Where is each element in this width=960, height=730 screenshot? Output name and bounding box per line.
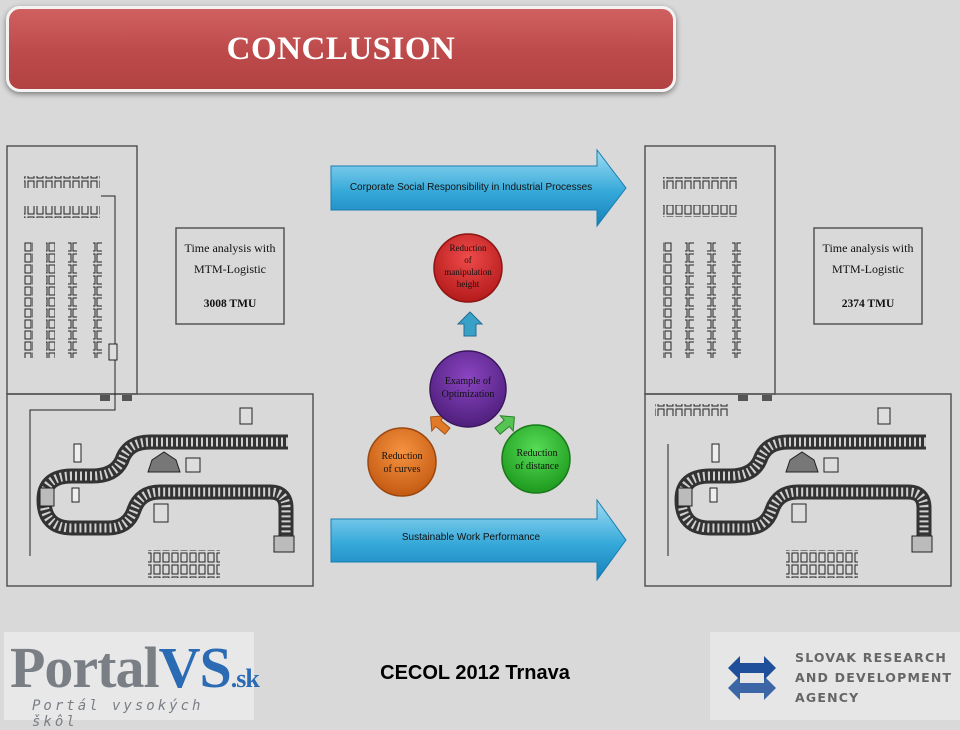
svg-text:Reduction: Reduction — [381, 451, 422, 462]
svg-text:Time analysis with: Time analysis with — [823, 241, 914, 255]
svg-text:of distance: of distance — [515, 461, 559, 472]
slide-title: CONCLUSION — [226, 31, 456, 67]
optimization-cycle: Example of Optimization Reduction of man… — [367, 233, 571, 497]
portalvs-tagline: Portál vysokých škôl — [32, 698, 204, 730]
svg-text:Example of: Example of — [445, 376, 492, 387]
top-circle — [433, 233, 503, 303]
svg-text:of: of — [464, 255, 472, 265]
svg-text:Time analysis with: Time analysis with — [185, 241, 276, 255]
svg-text:2374 TMU: 2374 TMU — [842, 298, 895, 310]
left-circle — [367, 427, 437, 497]
left-layout — [6, 145, 314, 587]
right-time-box: Time analysis with MTM-Logistic 2374 TMU — [813, 227, 923, 325]
svg-text:manipulation: manipulation — [444, 267, 492, 277]
top-arrow: Corporate Social Responsibility in Indus… — [330, 148, 627, 228]
bottom-arrow: Sustainable Work Performance — [330, 498, 627, 582]
double-arrow-icon — [728, 656, 776, 700]
footer-event-text: CECOL 2012 Trnava — [380, 662, 570, 684]
left-time-box: Time analysis with MTM-Logistic 3008 TMU — [175, 227, 285, 325]
svg-text:MTM-Logistic: MTM-Logistic — [194, 262, 266, 276]
right-circle — [501, 424, 571, 494]
optimization-diagram: Time analysis with MTM-Logistic 3008 TMU… — [6, 145, 952, 587]
svg-text:Reduction: Reduction — [516, 448, 557, 459]
svg-text:Reduction: Reduction — [450, 243, 487, 253]
title-banner: CONCLUSION — [6, 6, 676, 92]
top-arrow-label: Corporate Social Responsibility in Indus… — [350, 182, 592, 193]
bottom-arrow-label: Sustainable Work Performance — [402, 532, 541, 543]
svg-text:3008 TMU: 3008 TMU — [204, 298, 257, 310]
right-layout — [644, 145, 952, 587]
center-circle — [429, 350, 507, 428]
svg-text:of curves: of curves — [384, 464, 421, 475]
svg-text:MTM-Logistic: MTM-Logistic — [832, 262, 904, 276]
portalvs-logo[interactable]: PortalVS.sk Portál vysokých škôl — [4, 632, 260, 730]
svg-text:height: height — [457, 279, 480, 289]
svg-text:Optimization: Optimization — [442, 389, 495, 400]
srda-logo[interactable]: SLOVAK RESEARCH AND DEVELOPMENT AGENCY — [710, 632, 960, 720]
